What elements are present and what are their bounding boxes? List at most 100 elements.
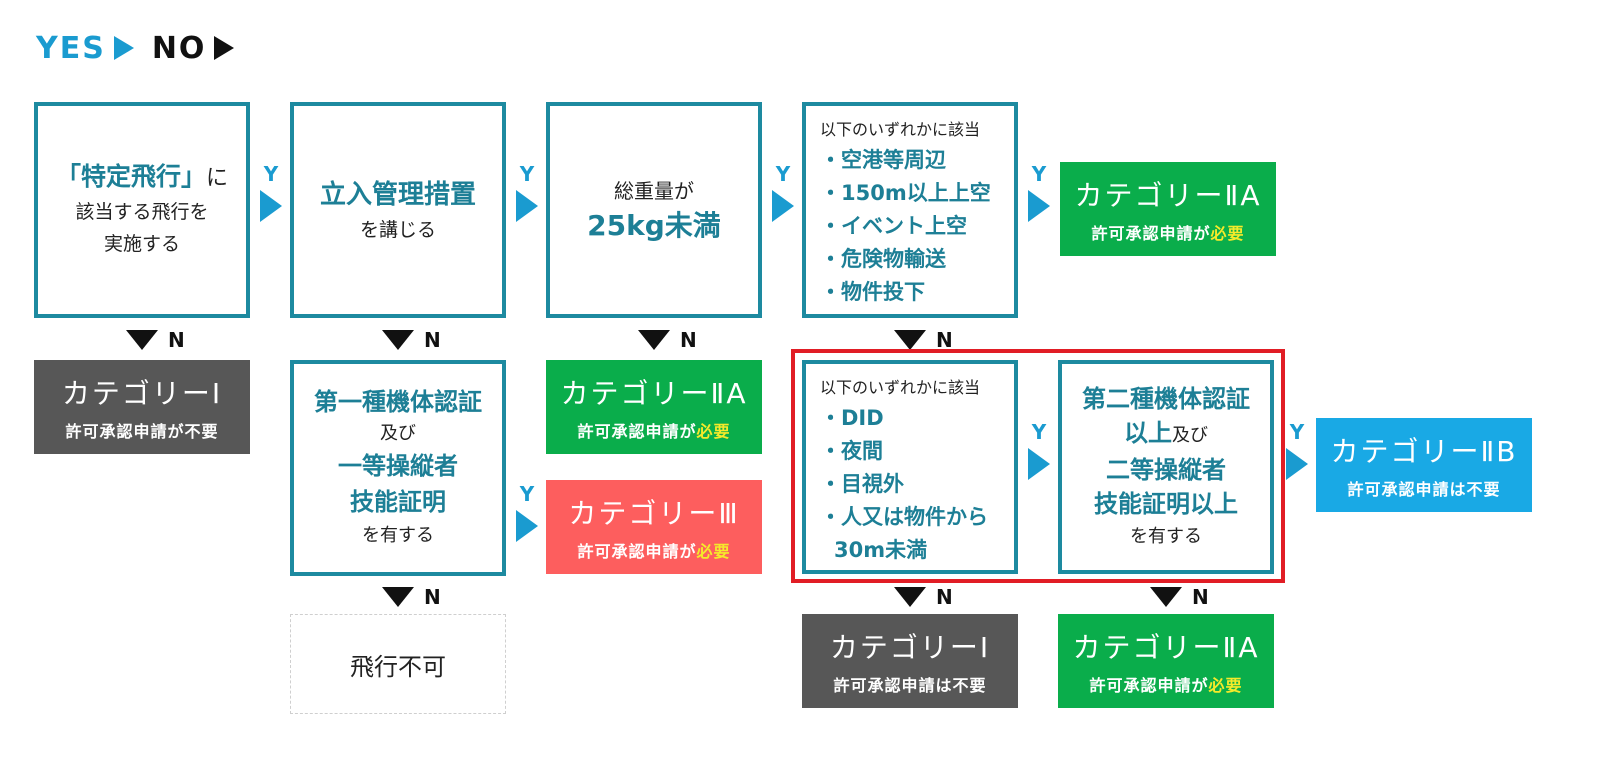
down-triangle-icon <box>894 330 926 350</box>
result-title: カテゴリーⅠ <box>61 377 223 410</box>
question-level2-conditions: 以下のいずれかに該当 ・DID ・夜間 ・目視外 ・人又は物件から 30m未満 <box>802 360 1018 574</box>
result-category-1: カテゴリーⅠ 許可承認申請が不要 <box>34 360 250 454</box>
result-title: 飛行不可 <box>350 652 446 681</box>
question-specific-flight: 「特定飛行」に 該当する飛行を 実施する <box>34 102 250 318</box>
q4-item: ・危険物輸送 <box>820 247 946 271</box>
q5-line3: 一等操縦者 <box>338 452 458 480</box>
no-letter: N <box>680 328 697 352</box>
q7-line3: 二等操縦者 <box>1106 455 1226 484</box>
result-no-flight: 飛行不可 <box>290 614 506 714</box>
yes-arrow-q2: Y <box>514 162 540 226</box>
right-triangle-icon <box>516 510 538 542</box>
result-category-1: カテゴリーⅠ 許可承認申請は不要 <box>802 614 1018 708</box>
no-arrow-q7: N <box>1150 585 1209 609</box>
yes-letter: Y <box>1031 420 1047 444</box>
q6-item: ・夜間 <box>820 439 883 463</box>
down-triangle-icon <box>382 587 414 607</box>
q6-item: 30m未満 <box>834 538 928 562</box>
yes-arrow-q6: Y <box>1026 420 1052 484</box>
no-letter: N <box>936 328 953 352</box>
q2-line2: を講じる <box>359 219 436 241</box>
q6-item: ・人又は物件から <box>820 505 988 529</box>
result-title: カテゴリーⅡA <box>1072 631 1260 664</box>
q2-line1: 立入管理措置 <box>319 180 476 210</box>
result-subtitle: 許可承認申請が必要 <box>577 422 731 441</box>
q6-head: 以下のいずれかに該当 <box>820 378 981 397</box>
legend: YES NO <box>36 28 235 68</box>
no-letter: N <box>424 328 441 352</box>
no-arrow-q2: N <box>382 328 441 352</box>
right-triangle-icon <box>1286 448 1308 480</box>
q5-line5: を有する <box>362 525 434 546</box>
no-arrow-q3: N <box>638 328 697 352</box>
result-subtitle: 許可承認申請は不要 <box>1347 480 1501 499</box>
no-arrow-q1: N <box>126 328 185 352</box>
no-arrow-q5: N <box>382 585 441 609</box>
result-title: カテゴリーⅡB <box>1330 435 1518 468</box>
yes-arrow-icon <box>113 36 134 60</box>
result-subtitle: 許可承認申請が必要 <box>1091 224 1245 243</box>
right-triangle-icon <box>260 190 282 222</box>
legend-yes-label: YES <box>36 30 106 66</box>
right-triangle-icon <box>1028 190 1050 222</box>
no-letter: N <box>168 328 185 352</box>
q7-line4: 技能証明以上 <box>1094 489 1238 518</box>
no-letter: N <box>424 585 441 609</box>
q4-item: ・物件投下 <box>820 280 925 304</box>
q6-item: ・目視外 <box>820 472 904 496</box>
yes-arrow-q7: Y <box>1284 420 1310 484</box>
result-category-2b: カテゴリーⅡB 許可承認申請は不要 <box>1316 418 1532 512</box>
right-triangle-icon <box>1028 448 1050 480</box>
yes-letter: Y <box>519 162 535 186</box>
right-triangle-icon <box>772 190 794 222</box>
q1-suffix: に <box>206 166 229 191</box>
result-subtitle: 許可承認申請は不要 <box>833 676 987 695</box>
q7-line2a: 以上 <box>1124 418 1172 447</box>
q7-line2b: 及び <box>1172 424 1208 446</box>
no-letter: N <box>936 585 953 609</box>
q1-highlight: 「特定飛行」 <box>55 162 206 191</box>
down-triangle-icon <box>126 330 158 350</box>
q1-line3: 実施する <box>103 233 180 255</box>
legend-no-label: NO <box>151 30 207 66</box>
result-subtitle: 許可承認申請が必要 <box>577 542 731 561</box>
q3-line2: 25kg未満 <box>587 209 721 242</box>
down-triangle-icon <box>382 330 414 350</box>
question-access-control: 立入管理措置 を講じる <box>290 102 506 318</box>
no-letter: N <box>1192 585 1209 609</box>
yes-arrow-q4: Y <box>1026 162 1052 226</box>
yes-arrow-q5: Y <box>514 482 540 546</box>
yes-letter: Y <box>1289 420 1305 444</box>
down-triangle-icon <box>894 587 926 607</box>
question-type1-certification: 第一種機体認証 及び 一等操縦者 技能証明 を有する <box>290 360 506 576</box>
q7-line5: を有する <box>1130 525 1202 547</box>
q4-item: ・空港等周辺 <box>820 148 946 172</box>
highlight-frame <box>791 349 1285 583</box>
q6-item: ・DID <box>820 406 884 430</box>
q1-line2: 該当する飛行を <box>75 201 209 223</box>
q4-head: 以下のいずれかに該当 <box>820 120 981 139</box>
result-title: カテゴリーⅢ <box>568 497 740 530</box>
result-category-2a: カテゴリーⅡA 許可承認申請が必要 <box>1060 162 1276 256</box>
down-triangle-icon <box>638 330 670 350</box>
q5-line1: 第一種機体認証 <box>314 388 482 416</box>
result-category-3: カテゴリーⅢ 許可承認申請が必要 <box>546 480 762 574</box>
question-risk-conditions: 以下のいずれかに該当 ・空港等周辺 ・150m以上上空 ・イベント上空 ・危険物… <box>802 102 1018 318</box>
no-arrow-q6: N <box>894 585 953 609</box>
q5-line4: 技能証明 <box>350 488 446 516</box>
no-arrow-icon <box>214 36 235 60</box>
yes-letter: Y <box>1031 162 1047 186</box>
yes-arrow-q3: Y <box>770 162 796 226</box>
result-title: カテゴリーⅠ <box>829 631 991 664</box>
q4-item: ・150m以上上空 <box>820 181 991 205</box>
result-category-2a: カテゴリーⅡA 許可承認申請が必要 <box>546 360 762 454</box>
q7-line1: 第二種機体認証 <box>1082 384 1250 413</box>
result-category-2a: カテゴリーⅡA 許可承認申請が必要 <box>1058 614 1274 708</box>
result-title: カテゴリーⅡA <box>560 377 748 410</box>
result-title: カテゴリーⅡA <box>1074 179 1262 212</box>
question-weight: 総重量が 25kg未満 <box>546 102 762 318</box>
result-subtitle: 許可承認申請が必要 <box>1089 676 1243 695</box>
down-triangle-icon <box>1150 587 1182 607</box>
yes-letter: Y <box>775 162 791 186</box>
q3-line1: 総重量が <box>614 179 694 203</box>
